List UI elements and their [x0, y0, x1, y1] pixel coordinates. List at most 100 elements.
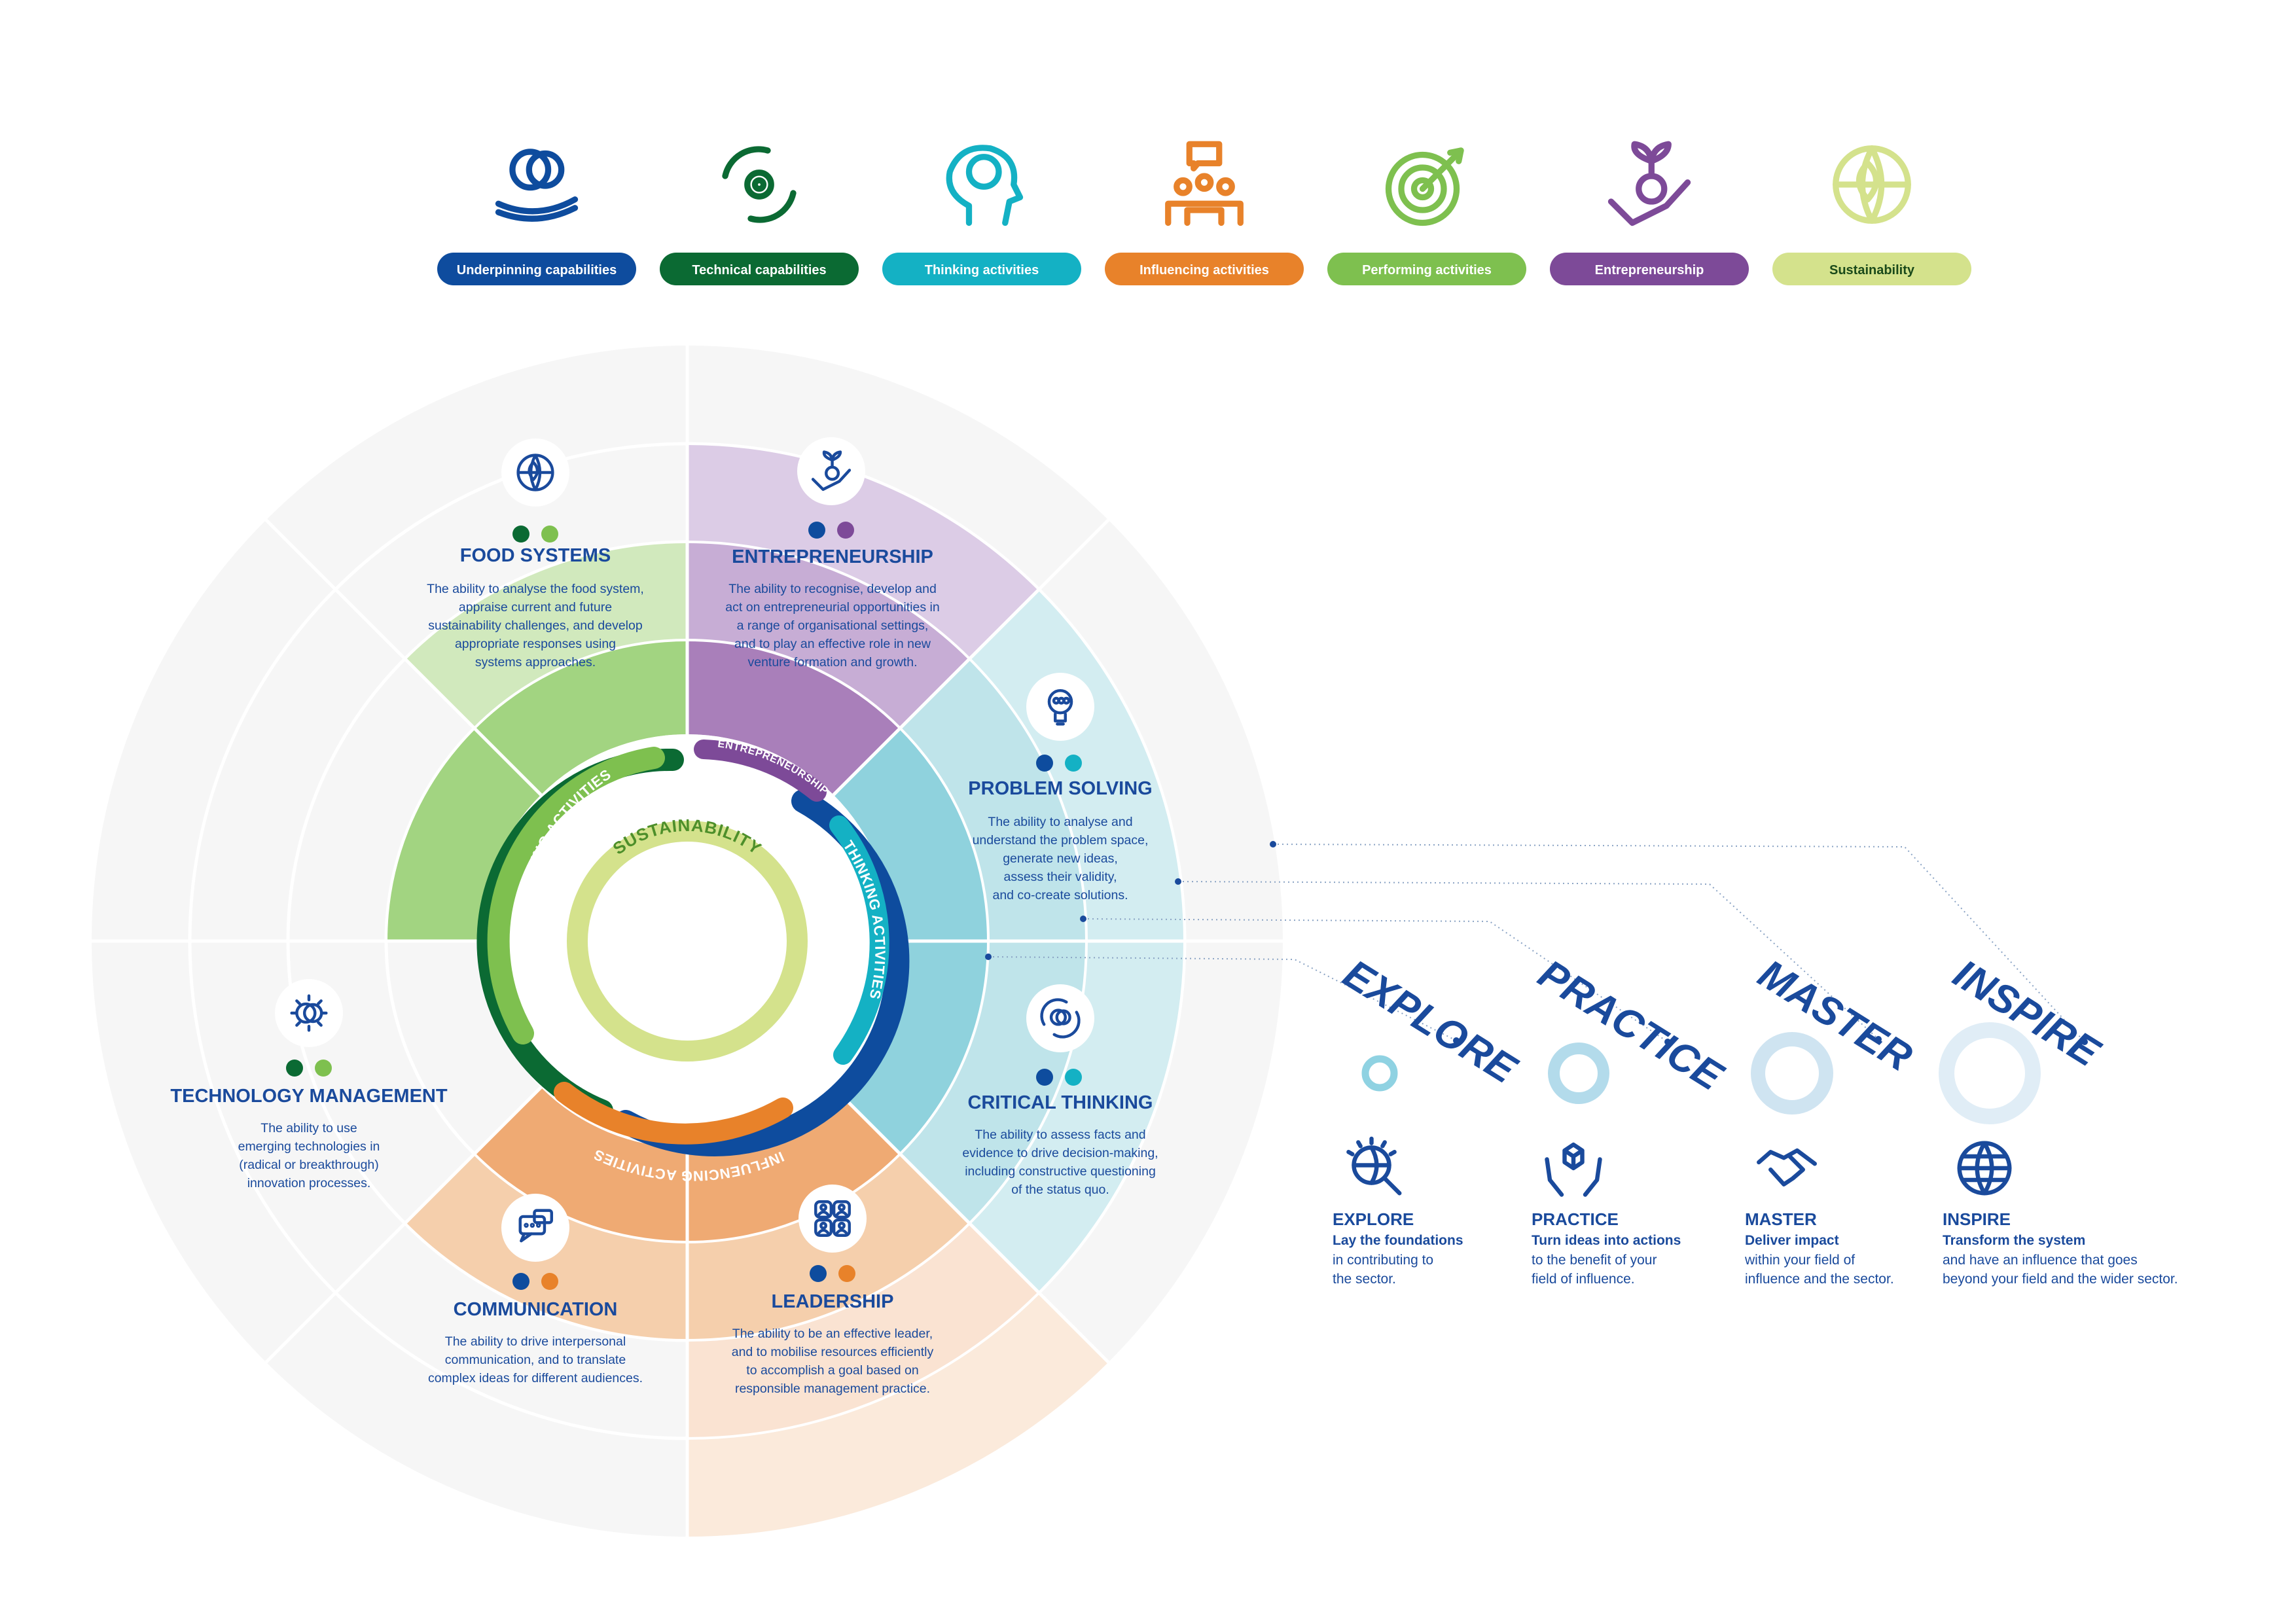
- segment-desc-line: to accomplish a goal based on: [746, 1363, 918, 1378]
- segment-desc-line: The ability to analyse and: [988, 815, 1132, 829]
- segment-desc-line: The ability to be an effective leader,: [732, 1327, 933, 1341]
- category-dot: [838, 1265, 855, 1282]
- level-connector: [988, 956, 1457, 1041]
- segment-desc-line: and to mobilise resources efficiently: [732, 1345, 934, 1359]
- level-ring: [1751, 1032, 1833, 1115]
- sector-6-band-1: [386, 728, 541, 941]
- level-word: MASTER: [1751, 951, 1920, 1080]
- category-dot: [512, 1273, 529, 1290]
- divider-ring: [385, 639, 990, 1243]
- segment-desc-line: of the status quo.: [1011, 1183, 1109, 1197]
- segment-title: COMMUNICATION: [454, 1299, 618, 1320]
- legend-label: Thinking activities: [925, 263, 1039, 277]
- legend-item: Performing activities: [1327, 147, 1526, 285]
- connector-dot: [2081, 1039, 2088, 1045]
- segment-desc-line: systems approaches.: [475, 655, 596, 669]
- chat-bubble-icon: [518, 1209, 554, 1243]
- segment-desc-line: evidence to drive decision-making,: [962, 1146, 1158, 1160]
- segment-desc-line: venture formation and growth.: [747, 655, 917, 669]
- segment-desc-line: understand the problem space,: [973, 833, 1149, 847]
- segment-desc-line: and to play an effective role in new: [734, 637, 931, 651]
- handshake-icon: [1757, 1148, 1817, 1186]
- segment-leadership: LEADERSHIP The ability to be an effective…: [732, 1185, 934, 1396]
- level-ring: [1361, 1055, 1398, 1092]
- category-dot: [1065, 1069, 1082, 1086]
- sector-3-band-3: [969, 941, 1185, 1293]
- plant-hand-icon: [1607, 141, 1691, 226]
- meeting-speech-icon: [1165, 141, 1244, 226]
- segment-title: CRITICAL THINKING: [967, 1092, 1153, 1113]
- legend-label: Influencing activities: [1139, 263, 1269, 277]
- level-desc-line: beyond your field and the wider sector.: [1943, 1272, 2178, 1287]
- segment-desc-line: including constructive questioning: [965, 1164, 1156, 1179]
- level-connector: [1177, 881, 1879, 1040]
- plant-hand-icon: [811, 450, 852, 491]
- legend-pill: [660, 253, 859, 285]
- segment-icon-bg: [275, 979, 343, 1047]
- level-desc-line: field of influence.: [1532, 1272, 1635, 1287]
- segment-title: LEADERSHIP: [772, 1291, 894, 1312]
- wheel-divider-lines: [92, 346, 1283, 1537]
- divider-line: [264, 518, 543, 796]
- level-title: INSPIRE: [1943, 1209, 2011, 1229]
- segment-desc-line: responsible management practice.: [735, 1382, 930, 1396]
- segment-title: PROBLEM SOLVING: [968, 778, 1152, 799]
- level-subtitle: Deliver impact: [1745, 1233, 1839, 1248]
- category-dot: [810, 1265, 827, 1282]
- legend-pill: [1550, 253, 1749, 285]
- category-dot: [1036, 1069, 1053, 1086]
- segment-icon-bg: [798, 1185, 867, 1253]
- connector-dot: [1175, 878, 1181, 885]
- legend-item: Sustainability: [1772, 145, 1971, 285]
- legend-label: Underpinning capabilities: [457, 263, 617, 277]
- segment-desc-line: complex ideas for different audiences.: [428, 1371, 643, 1385]
- team-grid-icon: [814, 1200, 851, 1237]
- legend-label: Entrepreneurship: [1595, 263, 1704, 277]
- connector-dot: [985, 954, 992, 960]
- entrepreneurship-ring: [694, 740, 827, 802]
- connector-dot: [1875, 1036, 1882, 1043]
- globe-grid-icon: [1957, 1141, 2012, 1196]
- legend-item: Underpinning capabilities: [437, 149, 636, 285]
- sector-2-band-2: [900, 658, 1086, 941]
- level-title: MASTER: [1745, 1209, 1817, 1229]
- legend-item: Entrepreneurship: [1550, 141, 1749, 285]
- performing-ring: [487, 747, 665, 1044]
- sector-1-band-2: [687, 542, 970, 728]
- divider-ring: [287, 541, 1088, 1342]
- category-dot: [541, 526, 558, 543]
- wheel-sectors: [386, 444, 1185, 1537]
- segment-desc-line: The ability to assess facts and: [975, 1128, 1145, 1142]
- legend-label: Technical capabilities: [692, 263, 826, 277]
- sector-7-band-1: [474, 640, 687, 795]
- legend: Underpinning capabilities Technical capab…: [437, 141, 1971, 285]
- level-ring: [1939, 1022, 2041, 1124]
- level-desc-line: to the benefit of your: [1532, 1253, 1657, 1268]
- legend-label: Sustainability: [1829, 263, 1915, 277]
- head-brain-icon: [946, 145, 1024, 226]
- segment-title: TECHNOLOGY MANAGEMENT: [170, 1086, 447, 1107]
- segment-title: FOOD SYSTEMS: [460, 545, 611, 566]
- segment-critical-thinking: CRITICAL THINKING The ability to assess f…: [962, 984, 1158, 1197]
- connector-dot: [1453, 1037, 1460, 1044]
- level-title: PRACTICE: [1532, 1209, 1619, 1229]
- legend-item: Thinking activities: [882, 145, 1081, 285]
- level-subtitle: Transform the system: [1943, 1233, 2085, 1248]
- legend-pill: [882, 253, 1081, 285]
- connector-dot: [1270, 841, 1276, 847]
- level-word: PRACTICE: [1531, 951, 1732, 1099]
- influencing-ring: [554, 1082, 793, 1145]
- segment-desc-line: (radical or breakthrough): [239, 1158, 379, 1172]
- inner-rings: SUSTAINABILITY TECHNICAL CAPABILITIES PE…: [476, 734, 910, 1185]
- level-ring: [1548, 1043, 1609, 1104]
- legend-pill: [1105, 253, 1304, 285]
- sustainability-ring: [567, 821, 808, 1061]
- category-dot: [541, 1273, 558, 1290]
- legend-item: Technical capabilities: [660, 146, 859, 285]
- legend-pill: [1772, 253, 1971, 285]
